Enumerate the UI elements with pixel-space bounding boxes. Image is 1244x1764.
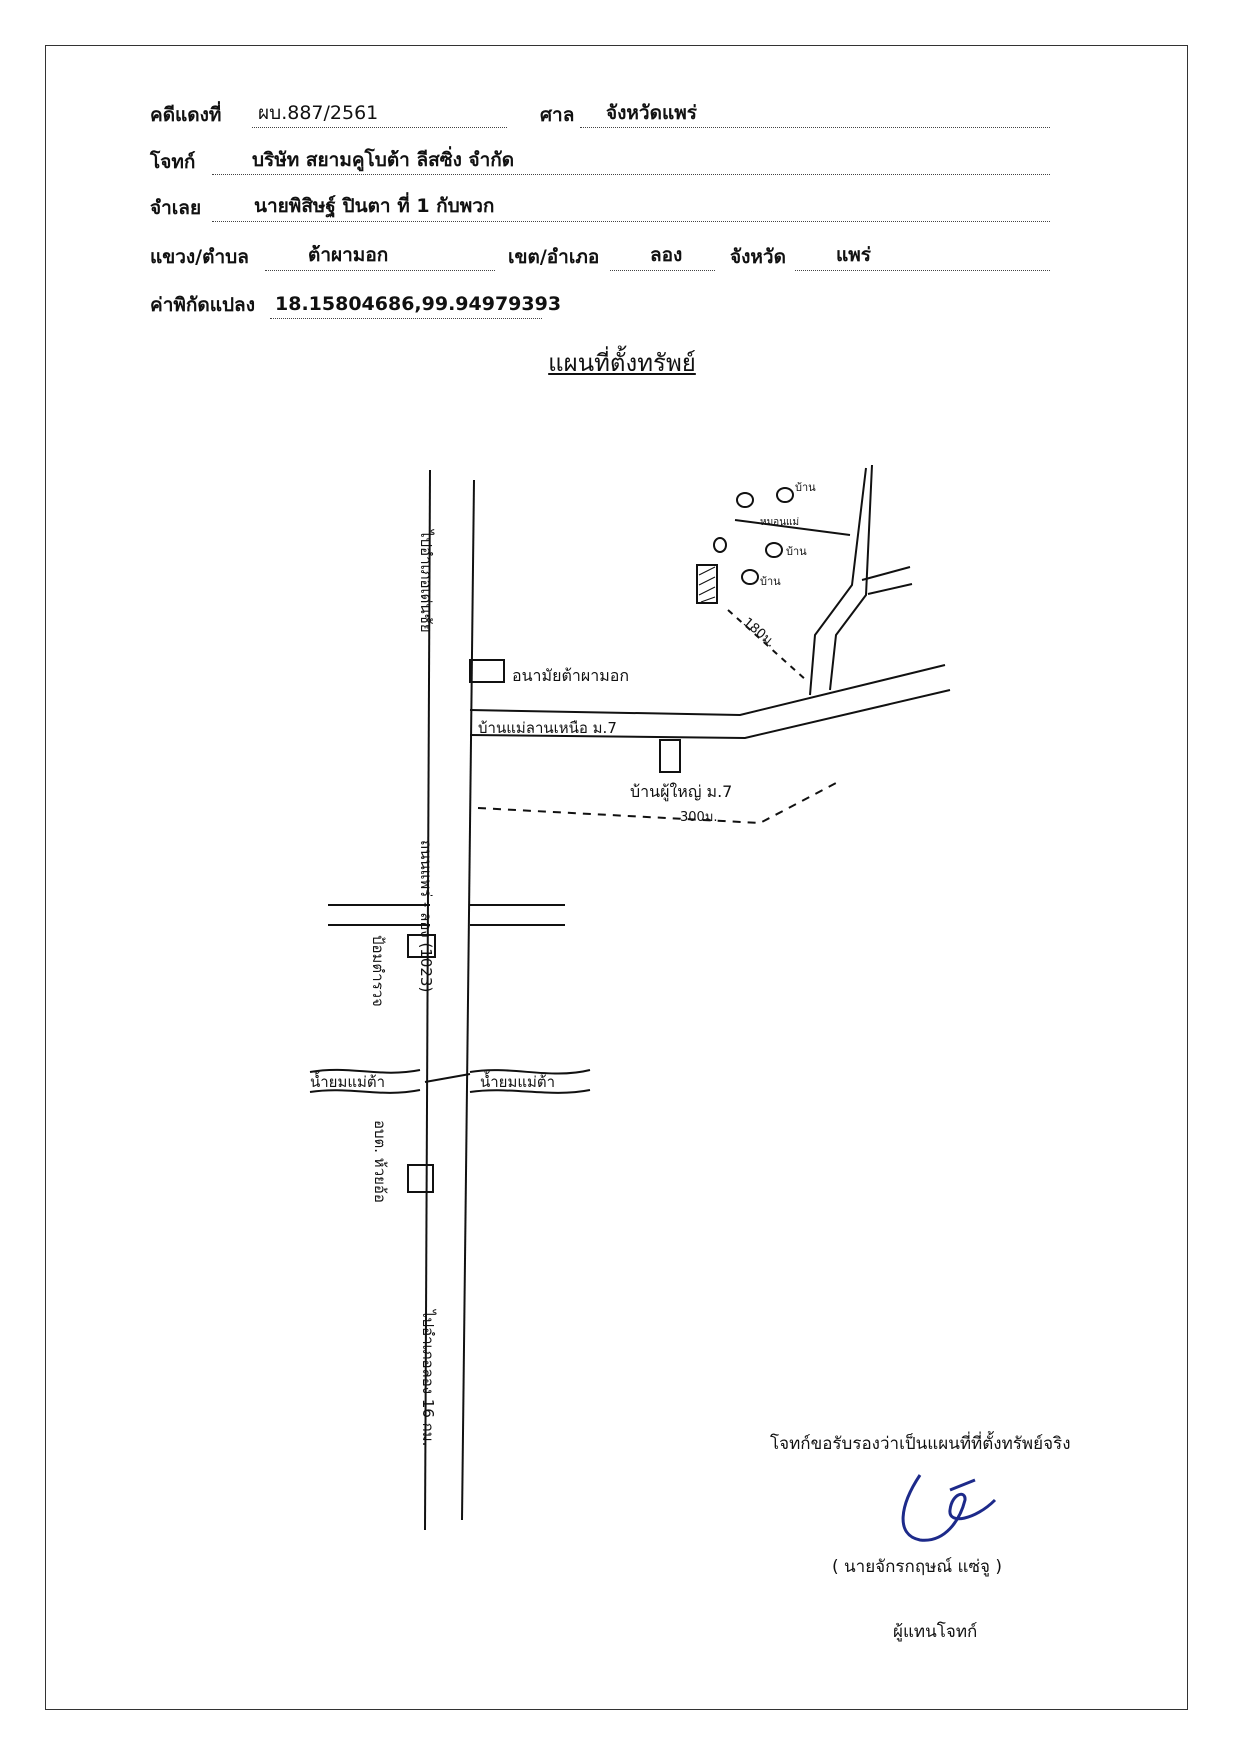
court-label: ศาล [540, 104, 575, 126]
case-no-label: คดีแดงที่ [150, 104, 222, 126]
label-headman-house: บ้านผู้ใหญ่ ม.7 [630, 782, 733, 801]
dotted-line [795, 270, 1050, 271]
label-river-left: น้ำยมแม่ต้า [310, 1073, 386, 1091]
label-distance-300: 300ม. [680, 810, 718, 825]
defendant-label: จำเลย [150, 197, 202, 219]
dotted-line [580, 127, 1050, 128]
dotted-line [610, 270, 715, 271]
label-house-2: บ้าน [786, 545, 807, 558]
label-school: อบต. ห้วยอ้อ [371, 1120, 389, 1203]
health-center-building [469, 659, 505, 683]
label-river-right: น้ำยมแม่ต้า [480, 1073, 556, 1091]
signer-role: ผู้แทนโจทก์ [893, 1622, 978, 1642]
river-line [469, 1089, 591, 1094]
dotted-line [212, 221, 1050, 222]
fence-mark [734, 519, 851, 536]
label-village: บ้านแม่ลานเหนือ ม.7 [478, 719, 617, 737]
distance-300-line [477, 781, 839, 825]
branch-road-edge [829, 464, 873, 691]
map-title: แผนที่ตั้งทรัพย์ [548, 349, 696, 377]
distance-180-line [727, 609, 807, 681]
signer-name: ( นายจักรกฤษณ์ แซ่จู ) [832, 1557, 1003, 1577]
province-value: แพร่ [836, 244, 871, 266]
school-building [407, 1164, 434, 1193]
branch-road-fork [861, 566, 911, 581]
plaintiff-value: บริษัท สยามคูโบต้า ลีสซิ่ง จำกัด [252, 149, 515, 171]
headman-house-building [659, 739, 681, 773]
property-hatch [698, 586, 716, 596]
house-mark [776, 487, 794, 503]
house-mark [736, 492, 754, 508]
defendant-value: นายพิสิษฐ์ ปินตา ที่ 1 กับพวก [254, 195, 495, 217]
coord-label: ค่าพิกัดแปลง [150, 294, 255, 316]
signature-mark [901, 1474, 997, 1542]
subdistrict-value: ต้าผามอก [308, 244, 389, 266]
dotted-line [212, 174, 1050, 175]
branch-road [809, 467, 867, 696]
label-to-den-chai: ไปอำเภอเด่นชัย [417, 530, 435, 633]
court-value: จังหวัดแพร่ [606, 102, 697, 124]
label-highway: ถนนแพร่ - ลอง (1023) [417, 840, 435, 993]
village-road [469, 664, 946, 717]
river-line [309, 1068, 421, 1074]
house-mark [765, 542, 783, 558]
label-health-center: อนามัยต้าผามอก [512, 666, 630, 685]
house-mark [713, 537, 727, 553]
property-hatch [700, 596, 716, 603]
dotted-line [270, 318, 542, 319]
label-police-box: ป้อมตำรวจ [369, 935, 387, 1007]
property-hatch [698, 576, 716, 586]
main-road-left-edge [424, 469, 431, 1531]
province-label: จังหวัด [730, 246, 786, 268]
subdistrict-label: แขวง/ตำบล [150, 246, 249, 268]
police-box-building [407, 934, 436, 958]
label-to-long: ไปอำเภอลอง 16 กม. [419, 1310, 437, 1447]
bridge-mark [424, 1073, 471, 1083]
label-house-1: บ้าน [795, 481, 816, 494]
certify-text: โจทก์ขอรับรองว่าเป็นแผนที่ที่ตั้งทรัพย์จ… [770, 1434, 1071, 1454]
village-road-edge [469, 689, 951, 740]
property-building [696, 564, 718, 604]
river-line [309, 1089, 421, 1094]
house-mark [741, 569, 759, 585]
dotted-line [252, 127, 507, 128]
river-line [469, 1069, 591, 1075]
branch-road-fork [867, 583, 913, 595]
label-fence: หมอนแม่ [760, 517, 800, 528]
plaintiff-label: โจทก์ [150, 151, 196, 173]
dotted-line [265, 270, 495, 271]
district-value: ลอง [650, 244, 683, 266]
page-frame [45, 45, 1188, 1710]
district-label: เขต/อำเภอ [508, 246, 600, 268]
main-road-right-edge [461, 479, 475, 1521]
case-no-value: ผบ.887/2561 [258, 102, 379, 124]
property-hatch [698, 566, 716, 576]
coord-value: 18.15804686,99.94979393 [275, 293, 562, 315]
label-house-3: บ้าน [760, 575, 781, 588]
